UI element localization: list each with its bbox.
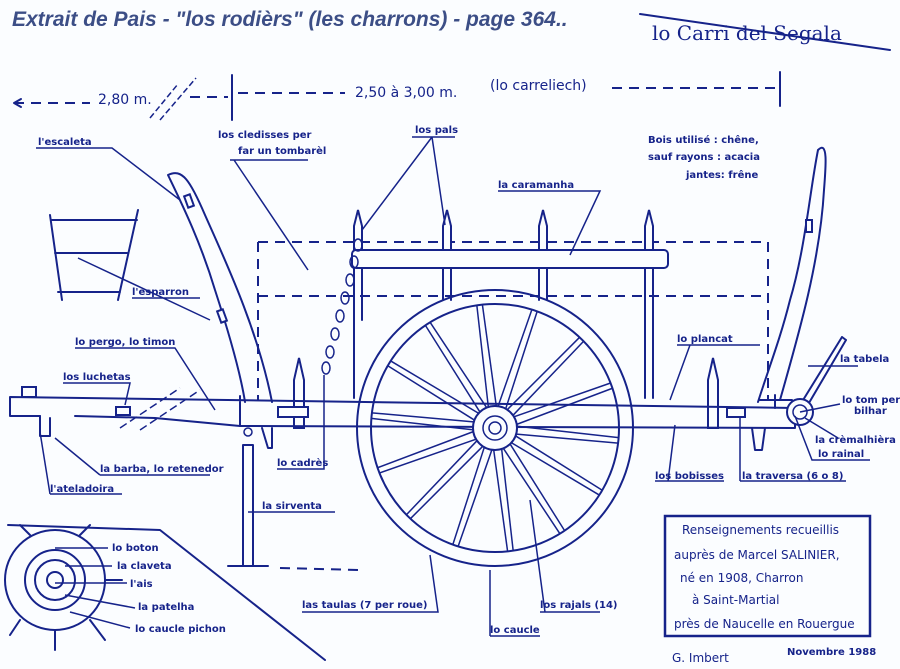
label-caramanha: la caramanha <box>498 180 574 191</box>
label-taulas: las taulas (7 per roue) <box>302 600 428 611</box>
wheel-spoke <box>371 412 474 423</box>
label-cremalhiera: la crèmalhièra <box>815 434 896 446</box>
shaft <box>9 386 796 451</box>
wheel-spoke <box>476 305 490 407</box>
wheel-spoke <box>379 438 476 474</box>
wheel-spoke <box>502 448 561 535</box>
label-escaleta: l'escaleta <box>38 137 92 148</box>
wheel-spoke <box>457 449 493 547</box>
label-ais: l'ais <box>130 579 153 590</box>
left-escaleta <box>167 172 273 403</box>
info-line-4: à Saint-Martial <box>692 593 779 607</box>
label-luchetas: los luchetas <box>63 372 131 383</box>
label-cledisses: los cledisses per <box>218 130 312 141</box>
wheel-spoke <box>424 324 481 413</box>
label-esparron: l'esparron <box>132 287 189 298</box>
hub-inset <box>4 524 326 661</box>
title-underline <box>639 13 891 51</box>
wood-note-2: sauf rayons : acacia <box>648 152 760 163</box>
label-cadres: lo cadrès <box>277 457 328 469</box>
info-box <box>663 514 872 638</box>
date: Novembre 1988 <box>787 647 876 658</box>
wheel-spoke <box>481 304 497 406</box>
wheel-spoke <box>493 450 509 552</box>
body-length: 2,50 à 3,00 m. <box>355 85 457 101</box>
wheel-spoke <box>517 425 619 439</box>
wheel-spoke <box>514 382 611 418</box>
wheel-spoke <box>516 387 613 425</box>
label-tabela: la tabela <box>840 354 889 365</box>
wheel-spoke <box>452 447 485 545</box>
label-barba: la barba, lo retenedor <box>100 464 224 475</box>
label-sirventa: la sirventa <box>262 501 322 512</box>
wheel-spoke <box>387 365 475 421</box>
label-rajals: los rajals (14) <box>540 600 618 611</box>
wheel-spoke <box>409 446 484 520</box>
wheel-spoke <box>500 449 514 551</box>
info-line-2: auprès de Marcel SALINIER, <box>674 548 840 562</box>
wheel-spoke <box>509 443 566 532</box>
wheel <box>356 289 634 567</box>
leader-lines <box>36 136 870 637</box>
label-tom: lo tom per <box>842 395 900 406</box>
wheel-spoke <box>405 440 478 516</box>
label-claveta: la claveta <box>117 561 172 572</box>
dimension-line <box>13 71 781 121</box>
wheel-spoke <box>497 309 533 407</box>
info-line-5: près de Naucelle en Rouergue <box>674 617 855 631</box>
info-line-1: Renseignements recueillis <box>682 523 839 537</box>
wheel-spoke <box>429 321 488 408</box>
tabela <box>799 336 847 409</box>
escaleta-frame <box>49 209 139 301</box>
label-pals: los pals <box>415 125 458 136</box>
wheel-spoke <box>505 311 538 409</box>
label-tom-2: bilhar <box>854 406 887 417</box>
wheel-spoke <box>511 442 600 496</box>
drawing-title: lo Carri del Segala <box>652 21 842 45</box>
wheel-spoke <box>371 417 473 431</box>
label-cledisses-2: far un tombarèl <box>238 145 326 157</box>
label-pergo: lo pergo, lo timon <box>75 337 175 348</box>
wheel-spoke <box>515 435 603 491</box>
body-name: (lo carreliech) <box>490 78 587 94</box>
tombarel-outline <box>257 241 769 400</box>
wheel-spoke <box>512 340 585 416</box>
wheel-spoke <box>377 431 474 469</box>
wheel-spoke <box>506 336 581 410</box>
label-traversa: la traversa (6 o 8) <box>742 471 843 482</box>
label-caucle-pichon: lo caucle pichon <box>135 624 226 635</box>
label-bobisses: los bobisses <box>655 471 724 482</box>
wheel-spoke <box>516 433 619 444</box>
info-line-3: né en 1908, Charron <box>680 571 803 585</box>
signature: G. Imbert <box>672 651 729 665</box>
shaft-length: 2,80 m. <box>98 92 152 108</box>
label-boton: lo boton <box>112 543 159 554</box>
label-rainal: lo rainal <box>818 449 864 460</box>
right-escaleta <box>757 146 827 403</box>
label-ateladoira: l'ateladoira <box>50 484 114 495</box>
label-caucle: lo caucle <box>490 625 540 636</box>
caramanha-rail <box>351 249 669 269</box>
chain <box>321 238 363 375</box>
wood-note-1: Bois utilisé : chêne, <box>648 134 759 146</box>
wheel-spoke <box>390 360 479 414</box>
label-patelha: la patelha <box>138 602 194 613</box>
sirventa <box>227 427 361 571</box>
wood-note-3: jantes: frêne <box>685 169 758 181</box>
label-plancat: lo plancat <box>677 334 733 345</box>
page-title: Extrait de Pais - "los rodièrs" (les cha… <box>12 8 568 31</box>
